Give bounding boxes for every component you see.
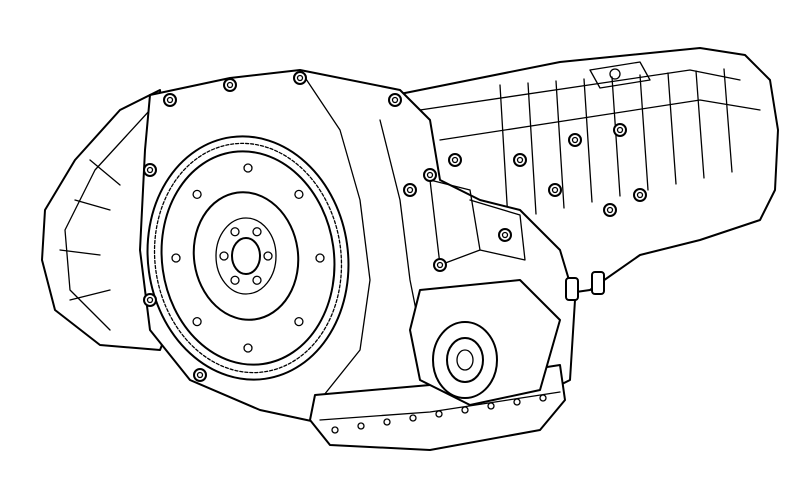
flywheel-bolt-hole bbox=[315, 253, 325, 263]
bolt-center bbox=[436, 261, 444, 269]
flywheel-bolt-hole bbox=[243, 163, 253, 173]
bolt-head bbox=[498, 228, 512, 242]
case-rib bbox=[723, 68, 733, 173]
case-rib bbox=[639, 74, 649, 191]
cooler-fittings bbox=[565, 271, 605, 301]
bolt-center bbox=[406, 186, 414, 194]
pan-bolt bbox=[539, 394, 547, 402]
bolt-center bbox=[226, 81, 234, 89]
case-rib bbox=[583, 78, 593, 203]
bolt-head bbox=[568, 133, 582, 147]
bolt-head bbox=[388, 93, 402, 107]
bolt-head bbox=[423, 168, 437, 182]
bolt-center bbox=[146, 296, 154, 304]
bolt-head bbox=[223, 78, 237, 92]
flywheel bbox=[146, 135, 350, 381]
bolt-head bbox=[143, 163, 157, 177]
flywheel-bolt-hole bbox=[192, 189, 202, 200]
bolt-center bbox=[606, 206, 614, 214]
hub-bolt bbox=[252, 227, 262, 237]
case-rib bbox=[611, 76, 621, 197]
bolt-center bbox=[571, 136, 579, 144]
output-flange bbox=[409, 279, 561, 406]
pan-bolt bbox=[409, 414, 417, 422]
bolt-center bbox=[516, 156, 524, 164]
case-rib bbox=[667, 72, 677, 185]
hub-bolt bbox=[230, 275, 240, 285]
pan-bolt bbox=[383, 418, 391, 426]
bolt-center bbox=[451, 156, 459, 164]
case-rib bbox=[499, 84, 509, 221]
bolt-head bbox=[603, 203, 617, 217]
pan-bolt bbox=[513, 398, 521, 406]
flywheel-bolt-hole bbox=[243, 343, 253, 353]
flywheel-bolt-hole bbox=[294, 316, 304, 327]
bolt-center bbox=[616, 126, 624, 134]
pan-bolt bbox=[487, 402, 495, 410]
case-rib bbox=[695, 70, 705, 179]
bolt-center bbox=[636, 191, 644, 199]
pan-bolt bbox=[357, 422, 365, 430]
bolt-head bbox=[548, 183, 562, 197]
bolt-head bbox=[293, 71, 307, 85]
bolt-center bbox=[146, 166, 154, 174]
bolt-head bbox=[613, 123, 627, 137]
hub-bolt bbox=[230, 227, 240, 237]
hub-bolt bbox=[263, 251, 273, 261]
flywheel-bolt-hole bbox=[171, 253, 181, 263]
pan-bolt bbox=[331, 426, 339, 434]
bolt-head bbox=[448, 153, 462, 167]
bolt-center bbox=[551, 186, 559, 194]
bolt-head bbox=[433, 258, 447, 272]
case-rib bbox=[527, 82, 537, 215]
bolt-center bbox=[296, 74, 304, 82]
housing-bolts bbox=[143, 71, 647, 382]
bolt-head bbox=[163, 93, 177, 107]
bolt-center bbox=[426, 171, 434, 179]
bolt-center bbox=[196, 371, 204, 379]
pan-bolt bbox=[461, 406, 469, 414]
bolt-head bbox=[193, 368, 207, 382]
hub-bolt bbox=[219, 251, 229, 261]
bolt-center bbox=[501, 231, 509, 239]
bolt-head bbox=[513, 153, 527, 167]
pan-bolt bbox=[435, 410, 443, 418]
hub-bolt bbox=[252, 275, 262, 285]
bolt-center bbox=[166, 96, 174, 104]
bolt-head bbox=[143, 293, 157, 307]
bolt-head bbox=[633, 188, 647, 202]
bolt-center bbox=[391, 96, 399, 104]
flywheel-bolt-hole bbox=[192, 316, 202, 327]
bolt-head bbox=[403, 183, 417, 197]
case-rib bbox=[555, 80, 565, 209]
flywheel-bolt-hole bbox=[294, 189, 304, 200]
